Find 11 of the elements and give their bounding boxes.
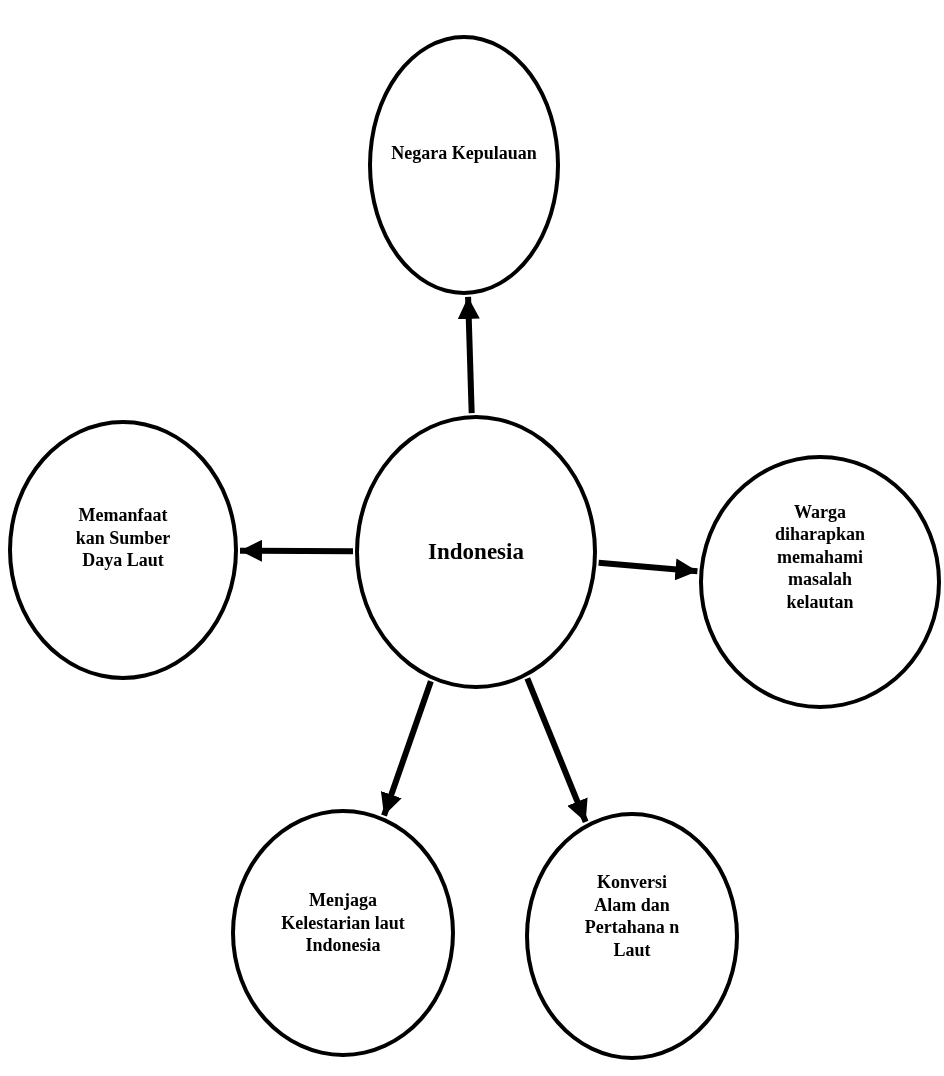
arrow xyxy=(380,680,434,817)
node-label: Indonesia xyxy=(428,537,524,566)
node-label: Warga diharapkan memahami masalah kelautan xyxy=(773,500,866,614)
node-label: Negara Kepulauan xyxy=(391,141,537,165)
node-label: Konversi Alam dan Pertahana n Laut xyxy=(583,871,681,961)
node-label: Memanfaat kan Sumber Daya Laut xyxy=(74,504,172,572)
arrow xyxy=(598,558,698,581)
arrow xyxy=(524,677,589,824)
arrow xyxy=(457,296,480,414)
node-label: Menjaga Kelestarian laut Indonesia xyxy=(280,889,406,957)
arrow xyxy=(239,539,353,562)
